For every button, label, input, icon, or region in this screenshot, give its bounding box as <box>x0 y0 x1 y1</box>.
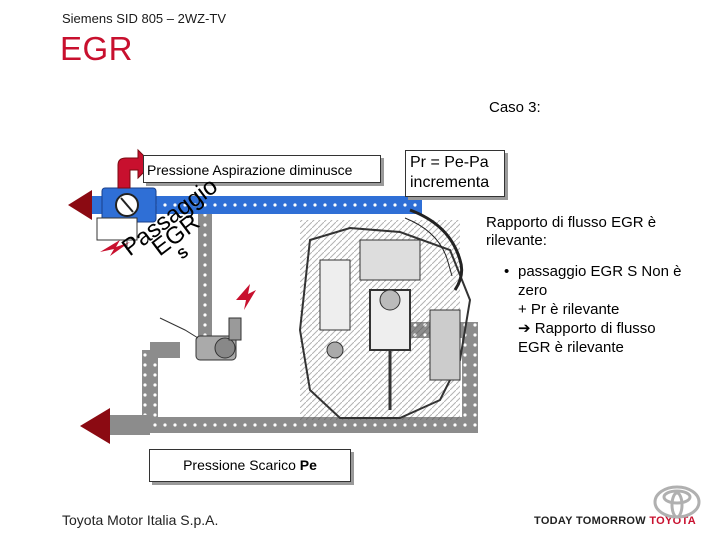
exhaust-pressure-label: Pressione Scarico Pe <box>149 449 351 482</box>
slide-title: EGR <box>60 30 134 67</box>
flow-ratio-heading: Rapporto di flusso EGR è rilevante: <box>486 214 696 250</box>
arrow-icon: ➔ <box>518 320 531 337</box>
slogan-part-2: TOYOTA <box>649 515 696 527</box>
company-footer: Toyota Motor Italia S.p.A. <box>62 512 219 528</box>
flow-heading-line-1: Rapporto di flusso EGR è <box>486 214 657 231</box>
intake-pipe <box>92 187 422 223</box>
case-label: Caso 3: <box>489 99 541 116</box>
lightning-icon <box>236 284 256 310</box>
bullet-marker: • <box>504 263 510 280</box>
bullet-line-4-text: Rapporto di flusso <box>530 320 656 337</box>
egr-valve <box>195 317 242 361</box>
bullet-line-5: EGR è rilevante <box>518 339 624 356</box>
toyota-logo-icon <box>653 485 701 519</box>
flow-heading-line-2: rilevante: <box>486 232 547 249</box>
pr-box: Pr = Pe-Pa incrementa <box>405 150 505 197</box>
bullet-line-1: passaggio EGR S Non è <box>518 263 682 280</box>
bullet-line-2: zero <box>518 282 548 299</box>
presentation-subtitle: Siemens SID 805 – 2WZ-TV <box>62 11 226 26</box>
actuator <box>96 217 138 241</box>
slogan-part-1: TODAY TOMORROW <box>534 515 650 527</box>
pr-formula: Pr = Pe-Pa <box>410 154 489 171</box>
exhaust-symbol: Pe <box>299 457 317 473</box>
exhaust-label-text: Pressione Scarico <box>183 457 300 473</box>
passage-pointer <box>159 317 199 339</box>
inlet-arrow-icon <box>68 190 92 220</box>
bullet-line-3: + Pr è rilevante <box>518 301 620 318</box>
bullet-line-4: ➔ Rapporto di flusso <box>518 319 708 338</box>
lightning-icon <box>100 240 130 256</box>
brand-slogan: TODAY TOMORROW TOYOTA <box>534 515 696 527</box>
exhaust-exit-arrow <box>80 408 110 444</box>
pr-status: incrementa <box>410 174 490 191</box>
engine-cross-section <box>298 208 472 420</box>
intake-pressure-label: Pressione Aspirazione diminusce <box>143 155 381 183</box>
bullet-item: • passaggio EGR S Non è zero + Pr è rile… <box>504 262 704 356</box>
